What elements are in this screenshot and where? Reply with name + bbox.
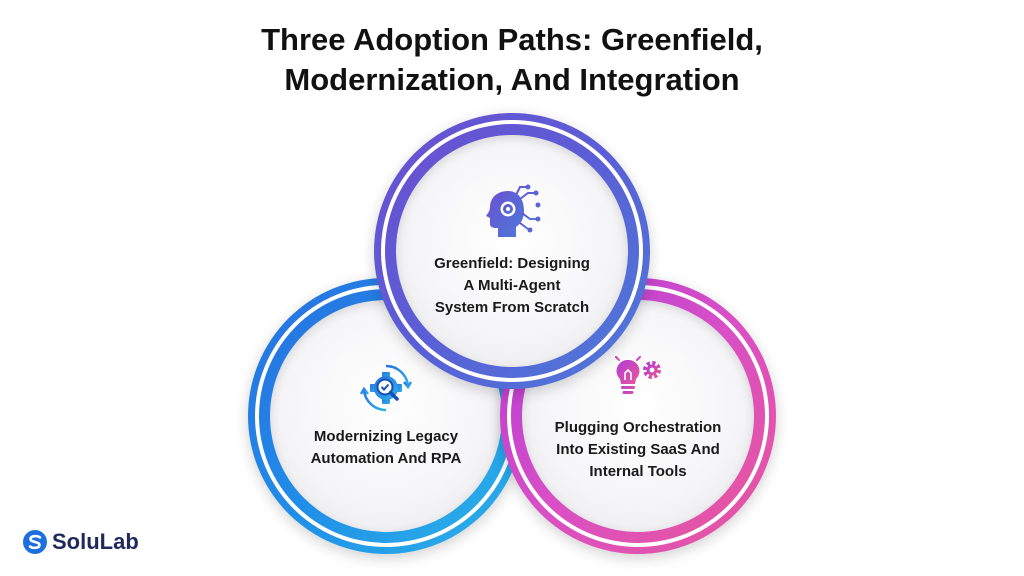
circle-top-label: Greenfield: Designing A Multi-Agent Syst… [434,255,590,316]
gear-magnifier-check-icon [360,364,412,412]
page-title: Three Adoption Paths: Greenfield, Modern… [0,20,1024,100]
title-line-2: Modernization, And Integration [284,62,740,97]
title-line-1: Three Adoption Paths: Greenfield, [261,22,763,57]
solulab-logo-icon [23,530,47,554]
lightbulb-gear-icon [610,351,661,394]
solulab-logo: SoluLab [22,526,139,558]
brain-gear-circuit-icon [486,184,541,237]
logo-text: SoluLab [52,529,139,554]
circle-left-label: Modernizing Legacy Automation And RPA [310,428,462,467]
circle-greenfield: Greenfield: Designing A Multi-Agent Syst… [374,113,650,389]
circle-right-label: Plugging Orchestration Into Existing Saa… [554,419,722,480]
